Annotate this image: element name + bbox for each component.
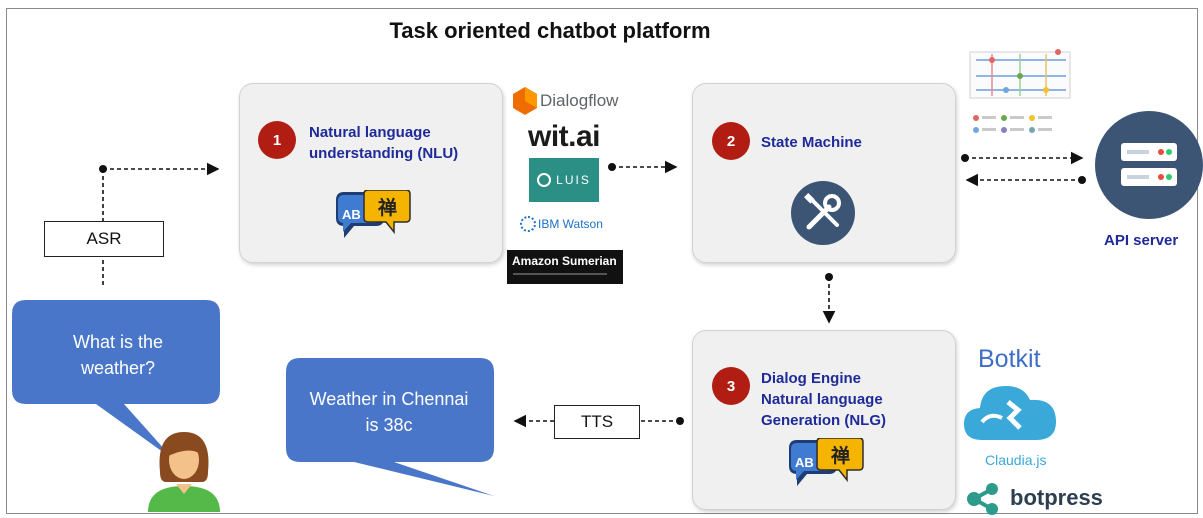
state-machine-label: State Machine <box>761 134 862 151</box>
botpress-icon <box>967 483 998 515</box>
translate-icon-latin: AB <box>342 207 361 222</box>
nlg-label-line3: Generation (NLG) <box>761 412 887 429</box>
tools-icon <box>791 181 855 245</box>
dialogflow-logo: Dialogflow <box>540 91 619 110</box>
state-machine-step-badge: 2 <box>712 122 750 160</box>
diagram-title: Task oriented chatbot platform <box>389 18 711 43</box>
translate-icon-cjk: 禅 <box>377 196 397 219</box>
nlg-step-badge: 3 <box>712 367 750 405</box>
nlu-panel <box>239 83 503 263</box>
user-avatar <box>148 432 220 512</box>
sumerian-label: Amazon Sumerian <box>512 254 617 268</box>
translate-icon: AB 禅 <box>336 190 411 238</box>
api-request-connector <box>961 151 1084 165</box>
botkit-logo: Botkit <box>978 345 1041 373</box>
nlu-label-line2: understanding (NLU) <box>309 145 459 162</box>
luis-logo: LUIS <box>529 158 599 202</box>
sumerian-tagline-bar <box>513 273 607 275</box>
botpress-logo: botpress <box>1010 485 1103 510</box>
nlu-step-badge: 1 <box>258 121 296 159</box>
tts-label: TTS <box>554 405 640 439</box>
translate-icon-latin: AB <box>795 455 814 470</box>
translate-icon-cjk: 禅 <box>830 444 850 467</box>
workflow-diagram-thumbnail <box>969 49 1071 99</box>
nlg-label-line2: Natural language <box>761 391 883 408</box>
asr-label: ASR <box>44 221 164 257</box>
state-to-nlg-connector <box>822 273 836 324</box>
user-question-line2: weather? <box>80 358 156 378</box>
nlu-label-line1: Natural language <box>309 124 431 141</box>
bot-speech-bubble <box>286 358 494 496</box>
translate-icon: AB 禅 <box>789 438 864 486</box>
diagram-frame <box>6 8 1198 514</box>
bot-answer-line1: Weather in Chennai <box>309 389 469 409</box>
user-question: What is the weather? <box>28 329 208 381</box>
user-speech-bubble <box>12 300 220 460</box>
luis-icon <box>537 173 552 187</box>
api-server-label: API server <box>1104 232 1179 249</box>
luis-label: LUIS <box>556 173 591 187</box>
claudia-logo: Claudia.js <box>985 452 1047 468</box>
watson-label: IBM Watson <box>538 217 603 231</box>
nlu-label: Natural language understanding (NLU) <box>309 122 458 164</box>
watson-icon <box>520 216 536 232</box>
bot-answer-line2: is 38c <box>365 415 413 435</box>
dialogflow-icon <box>513 87 537 115</box>
nlg-label-line1: Dialog Engine <box>761 370 862 387</box>
ibm-watson-logo: IBM Watson <box>520 216 603 232</box>
nlu-to-state-connector <box>608 160 678 174</box>
tts-connector <box>513 414 684 428</box>
workflow-legend-thumbnail <box>973 115 1052 133</box>
api-response-connector <box>965 173 1086 187</box>
amazon-sumerian-logo: Amazon Sumerian <box>507 250 623 284</box>
user-question-line1: What is the <box>72 332 164 352</box>
witai-logo: wit.ai <box>528 120 601 153</box>
api-server-icon <box>1095 111 1203 219</box>
claudia-cloud-icon <box>964 386 1056 440</box>
nlg-panel <box>692 330 956 510</box>
nlg-label: Dialog Engine Natural language Generatio… <box>761 368 886 431</box>
bot-answer: Weather in Chennai is 38c <box>294 386 484 438</box>
